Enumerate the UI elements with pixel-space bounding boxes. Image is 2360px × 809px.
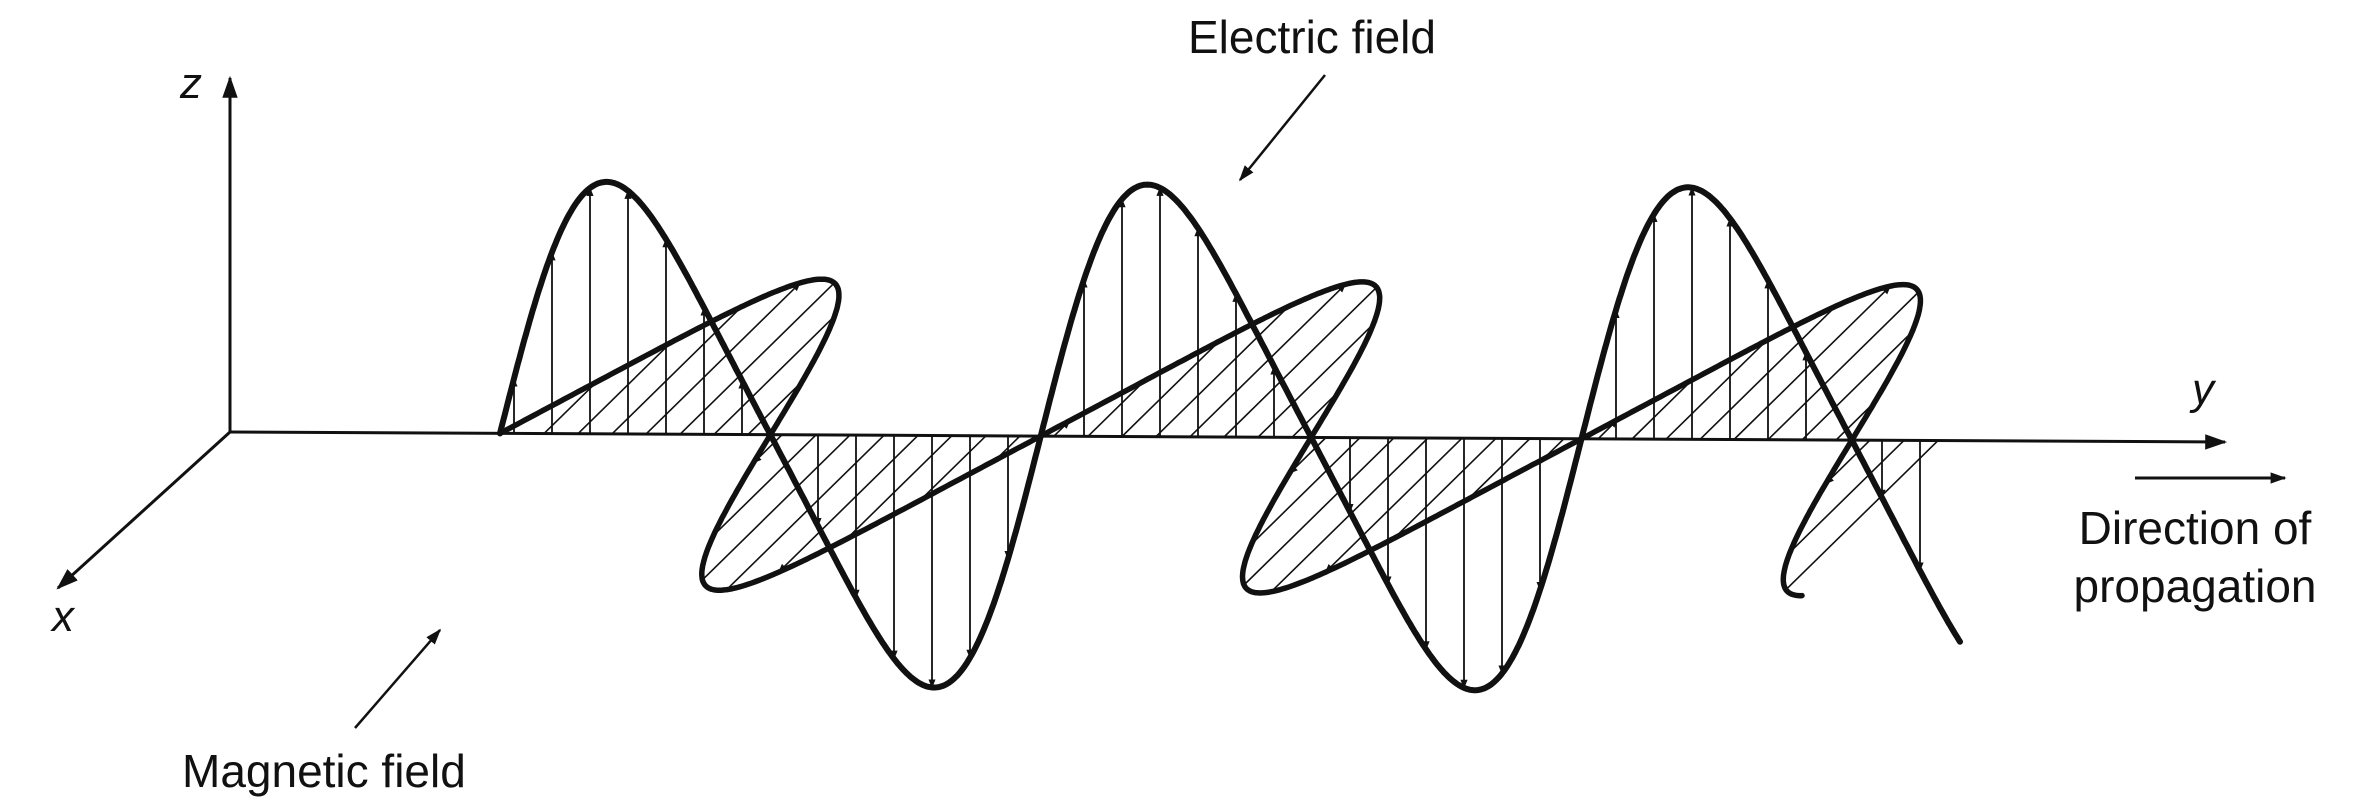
- electric-field-pointer: [1238, 74, 1326, 182]
- magnetic-hatch-line: [1631, 379, 1694, 440]
- magnetic-hatch-line: [1121, 340, 1220, 438]
- magnetic-hatch-line: [1291, 391, 1340, 438]
- magnetic-hatch-line: [611, 306, 743, 435]
- magnetic-hatch-line: [712, 434, 817, 537]
- magnetic-hatch-line: [645, 282, 801, 435]
- magnetic-hatch-line: [1467, 437, 1531, 500]
- magnetic-hatch-line: [1257, 323, 1375, 438]
- magnetic-hatch-line: [1785, 440, 1939, 591]
- magnetic-hatch-line: [1789, 439, 1905, 553]
- magnetic-hatch-line: [1324, 437, 1463, 573]
- magnetic-field-label: Magnetic field: [182, 745, 466, 797]
- x-axis-label: x: [52, 592, 74, 641]
- magnetic-hatch-line: [1801, 331, 1913, 441]
- electric-field-curve: [497, 178, 1963, 694]
- direction-line-2: propagation: [2073, 559, 2317, 612]
- magnetic-hatch-line: [845, 435, 953, 540]
- electric-field-line: [497, 178, 1963, 694]
- magnetic-hatch-line: [1243, 437, 1395, 586]
- magnetic-field-hatching: [543, 282, 1939, 593]
- magnetic-hatch-line: [726, 434, 885, 591]
- magnetic-hatch-line: [1767, 291, 1920, 441]
- magnetic-hatch-line: [1223, 286, 1378, 438]
- magnetic-hatch-line: [713, 315, 836, 435]
- magnetic-hatch-line: [1393, 437, 1497, 539]
- x-axis-line: [56, 430, 232, 590]
- magnetic-hatch-line: [679, 282, 835, 435]
- electric-field-label: Electric field: [1188, 11, 1436, 63]
- z-axis-label: z: [180, 59, 202, 108]
- direction-line-1: Direction of: [2078, 502, 2312, 554]
- magnetic-hatch-line: [778, 434, 919, 573]
- y-axis-label: y: [2192, 365, 2214, 414]
- magnetic-hatch-line: [577, 341, 672, 435]
- magnetic-hatch-line: [1665, 339, 1768, 440]
- direction-of-propagation-label: Direction of propagation: [2050, 500, 2340, 615]
- y-axis-line: [229, 430, 2228, 450]
- magnetic-hatch-line: [747, 380, 803, 436]
- magnetic-field-line: [497, 276, 1924, 599]
- magnetic-field-pointer: [354, 628, 442, 729]
- magnetic-field-curve: [497, 276, 1924, 599]
- magnetic-hatch-line: [1155, 305, 1290, 438]
- magnetic-hatch-line: [701, 434, 851, 581]
- magnetic-hatch-line: [1087, 380, 1146, 437]
- magnetic-hatch-line: [1251, 437, 1361, 545]
- axes: [56, 75, 2228, 590]
